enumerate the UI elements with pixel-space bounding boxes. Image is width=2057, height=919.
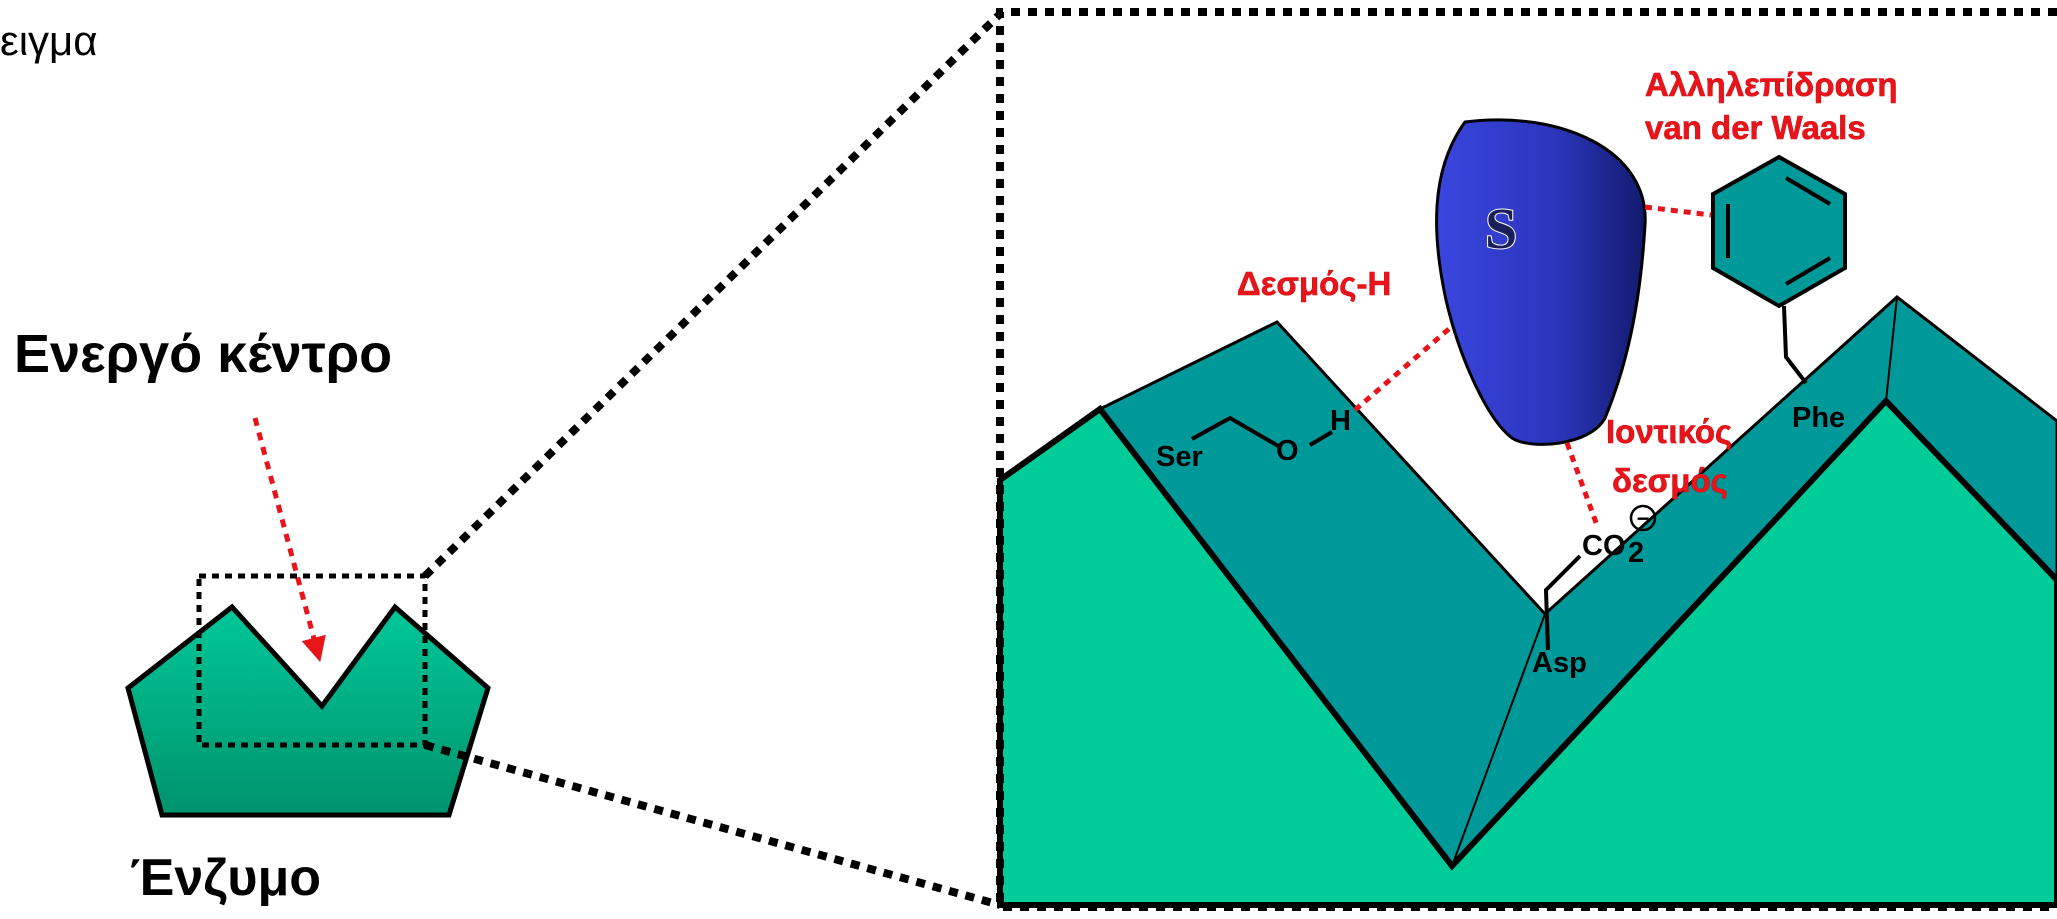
- enzyme-shape-small: [125, 603, 491, 818]
- substrate-shape: [1435, 118, 1647, 446]
- vdw-label-line2: van der Waals: [1645, 109, 1866, 146]
- zoomed-panel-frame: [996, 8, 2057, 911]
- ser-hydrogen-label: H: [1330, 405, 1351, 437]
- ionic-bond-label-line2: δεσμός: [1612, 462, 1728, 499]
- zoom-connector-bottom: [423, 741, 1002, 909]
- negative-charge-sign: −: [1637, 506, 1650, 531]
- enzyme-label: Ένζυμο: [130, 849, 321, 907]
- zoom-selection-box: [196, 573, 428, 748]
- ser-oh-bond: [1308, 430, 1334, 447]
- vdw-interaction-line: [1644, 204, 1712, 218]
- active-site-label: Ενεργό κέντρο: [14, 324, 392, 384]
- ser-oxygen-label: O: [1276, 435, 1299, 467]
- substrate-label: S: [1485, 196, 1517, 261]
- h-bond-label: Δεσμός-Η: [1237, 265, 1391, 302]
- carboxylate-subscript: 2: [1628, 537, 1644, 569]
- pocket-crease-left: [1451, 613, 1546, 867]
- ser-bond: [1191, 415, 1282, 449]
- negative-charge-icon: [1629, 504, 1657, 532]
- ionic-bond-label-line1: Ιοντικός: [1606, 413, 1732, 450]
- phenyl-double-bond-2: [1784, 256, 1832, 286]
- phenyl-double-bond-1: [1784, 176, 1832, 206]
- active-site-arrow: [252, 417, 326, 663]
- pocket-crease-right: [1885, 296, 1898, 402]
- ser-label: Ser: [1156, 441, 1203, 473]
- cropped-caption: ειγμα: [0, 17, 98, 64]
- asp-bond: [1543, 554, 1582, 651]
- carboxylate-label: CO: [1582, 530, 1626, 562]
- phenyl-ring: [1711, 154, 1847, 309]
- ionic-bond-line: [1564, 442, 1601, 529]
- h-bond-line: [1353, 326, 1452, 412]
- phe-bond: [1782, 305, 1808, 385]
- phe-label: Phe: [1792, 402, 1845, 434]
- zoomed-active-site-panel: Ser O H Asp CO 2 − Phe S Δεσμός-Η Ιοντικ…: [996, 8, 2057, 911]
- asp-label: Asp: [1532, 647, 1587, 679]
- vdw-label-line1: Αλληλεπίδραση: [1645, 66, 1898, 103]
- zoom-connector-top: [422, 11, 1003, 579]
